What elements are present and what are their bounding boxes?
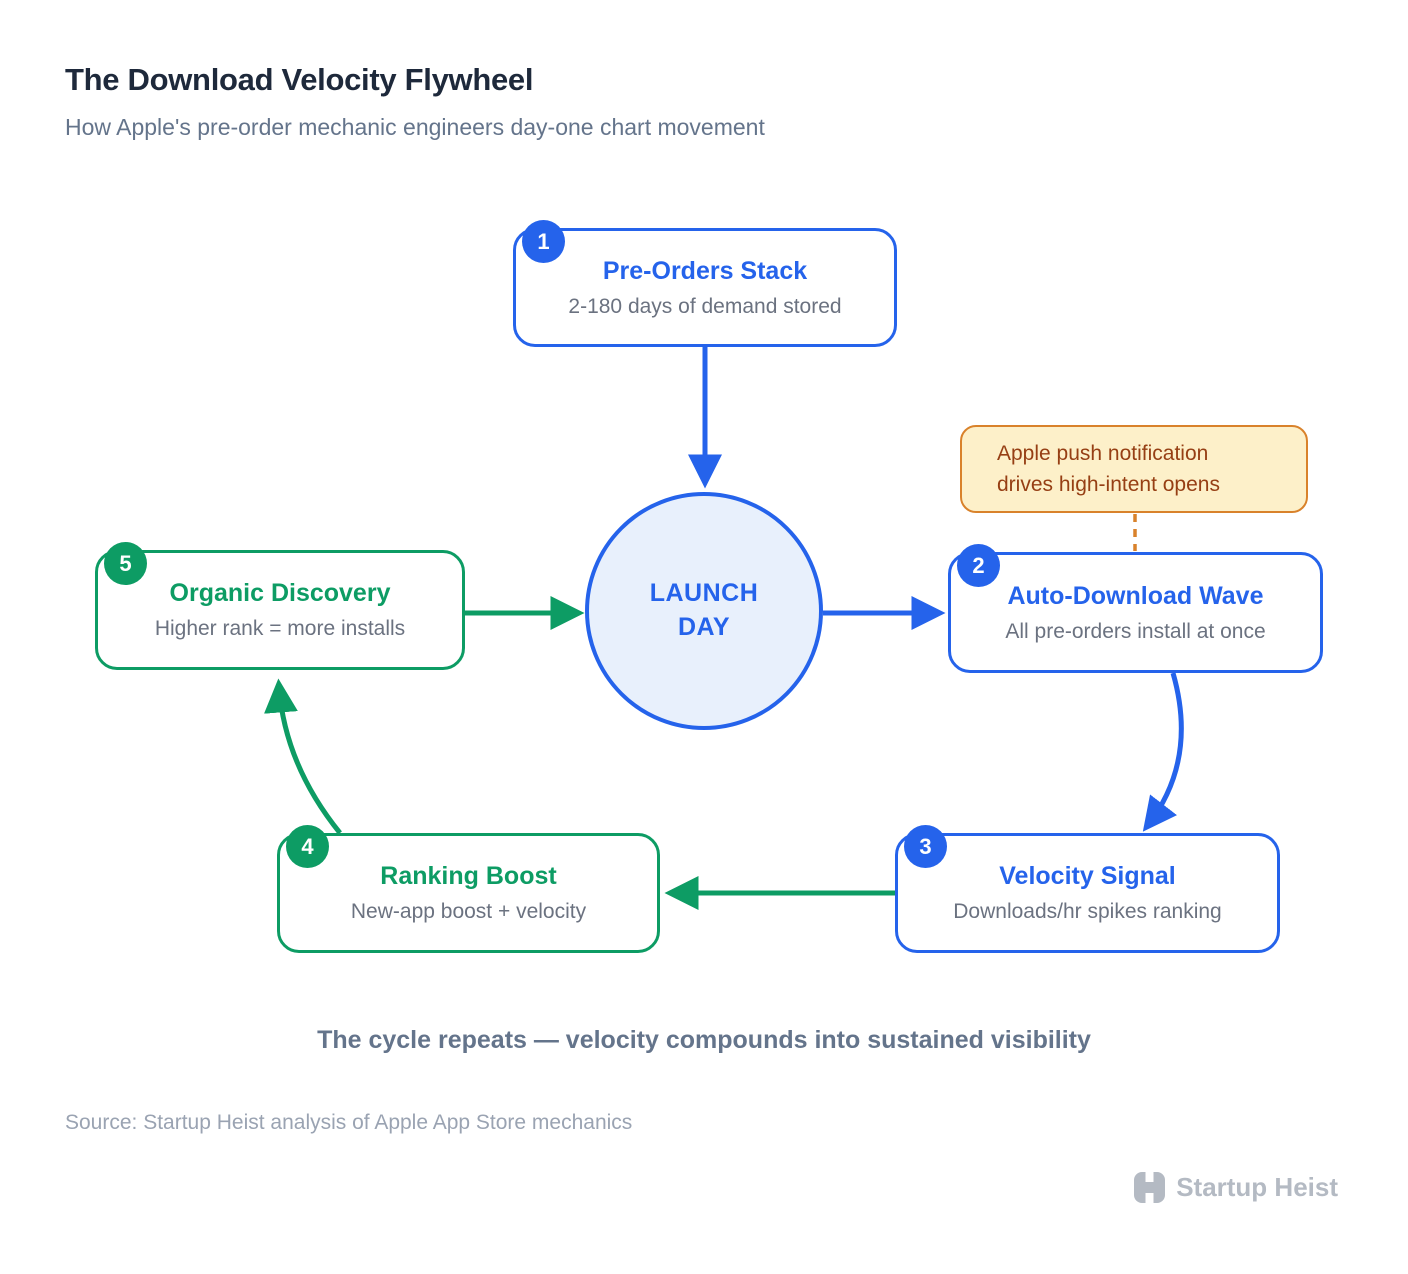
step-badge-4: 4 <box>286 825 329 868</box>
node-title: Velocity Signal <box>999 862 1176 890</box>
node-ranking-boost: 4 Ranking Boost New-app boost + velocity <box>277 825 660 953</box>
node-title: Ranking Boost <box>380 862 557 890</box>
node-subtitle: New-app boost + velocity <box>350 900 587 923</box>
h-block-icon <box>1134 1172 1166 1203</box>
cycle-caption: The cycle repeats — velocity compounds i… <box>317 1026 1091 1054</box>
launch-day-line1: LAUNCH <box>649 579 759 608</box>
node-organic-discovery: 5 Organic Discovery Higher rank = more i… <box>95 542 465 670</box>
step-badge-1: 1 <box>522 220 565 263</box>
step-badge-2: 2 <box>957 544 1000 587</box>
node-subtitle: Downloads/hr spikes ranking <box>953 900 1222 923</box>
page-subtitle: How Apple's pre-order mechanic engineers… <box>65 114 765 140</box>
node-velocity-signal: 3 Velocity Signal Downloads/hr spikes ra… <box>895 825 1280 953</box>
node-subtitle: Higher rank = more installs <box>154 617 406 640</box>
arrow-ranking-to-discovery <box>264 678 342 835</box>
node-pre-orders-stack: 1 Pre-Orders Stack 2-180 days of demand … <box>513 220 897 347</box>
arrow-autodownload-to-velocity <box>1142 672 1184 832</box>
step-badge-3: 3 <box>904 825 947 868</box>
brand-lockup: Startup Heist <box>1134 1172 1338 1203</box>
push-notification-callout: Apple push notification drives high-inte… <box>960 425 1308 513</box>
step-badge-5: 5 <box>104 542 147 585</box>
node-subtitle: 2-180 days of demand stored <box>568 294 842 318</box>
node-title: Pre-Orders Stack <box>602 256 808 285</box>
launch-day-line2: DAY <box>678 613 730 641</box>
callout-line2: drives high-intent opens <box>997 473 1220 496</box>
brand-name: Startup Heist <box>1176 1172 1338 1202</box>
node-title: Auto-Download Wave <box>1007 581 1264 610</box>
callout-line1: Apple push notification <box>997 441 1209 465</box>
node-title: Organic Discovery <box>169 579 391 607</box>
source-attribution: Source: Startup Heist analysis of Apple … <box>65 1111 633 1134</box>
node-auto-download-wave: 2 Auto-Download Wave All pre-orders inst… <box>948 544 1323 673</box>
page-title: The Download Velocity Flywheel <box>65 62 534 97</box>
launch-day-circle: LAUNCH DAY <box>585 492 823 730</box>
node-subtitle: All pre-orders install at once <box>1005 619 1266 643</box>
